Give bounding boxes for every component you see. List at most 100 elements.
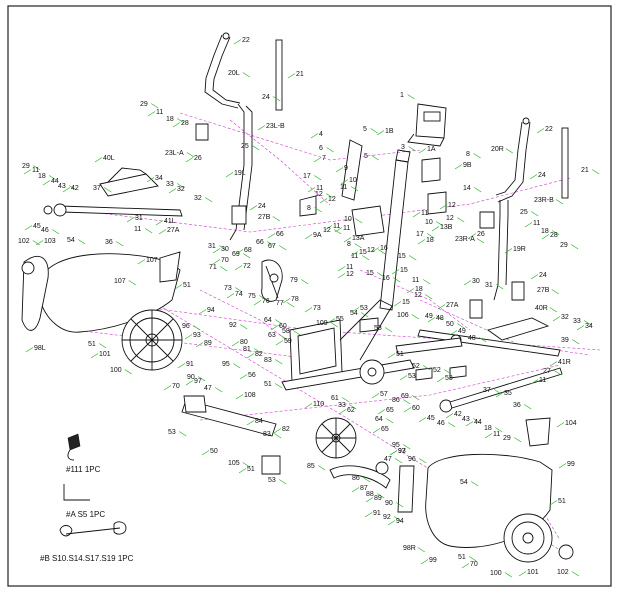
leader-line [104, 187, 112, 193]
part-number-label: 6 [319, 145, 323, 152]
part-number-label: 22 [242, 37, 250, 44]
leader-line [226, 293, 235, 299]
part-number-label: 46 [41, 227, 49, 234]
leader-line [168, 188, 177, 194]
leader-line [272, 216, 280, 222]
leader-line [279, 479, 287, 485]
leader-line [24, 225, 33, 231]
leader-line [555, 199, 564, 205]
part-number-label: 62 [347, 407, 355, 414]
part-number-label: 18 [166, 116, 174, 123]
console-unit [407, 103, 447, 147]
hex-key-icon [63, 484, 90, 501]
part-number-label: 53 [168, 429, 176, 436]
part-number-label: 30 [221, 246, 229, 253]
part-number-label: 73 [313, 305, 321, 312]
right-hand-pulse-grip [561, 127, 569, 199]
leader-line [371, 155, 379, 161]
part-number-label: 107 [146, 257, 158, 264]
part-number-label: 104 [565, 420, 577, 427]
leader-line [418, 417, 427, 423]
leader-line [267, 233, 276, 239]
leader-line [235, 394, 244, 400]
leader-line [363, 477, 371, 483]
leader-line [69, 185, 77, 191]
leader-line [32, 240, 40, 246]
leader-line [137, 259, 146, 265]
part-number-label: 3 [401, 144, 405, 151]
part-number-label: 86 [392, 397, 400, 404]
part-number-label: 42 [71, 185, 79, 192]
leader-line [193, 325, 201, 331]
leader-line [524, 404, 532, 410]
part-number-label: 91 [373, 510, 381, 517]
part-number-label: 33 [338, 402, 346, 409]
part-number-label: 11 [346, 264, 353, 271]
leader-line [474, 187, 482, 193]
leader-line [340, 179, 349, 185]
part-number-label: 15 [402, 299, 410, 306]
main-mast [341, 139, 411, 311]
part-number-label: 65 [381, 426, 389, 433]
leader-line [233, 363, 241, 369]
part-number-label: 8 [347, 241, 351, 248]
part-number-label: 43 [462, 416, 470, 423]
leader-line [389, 450, 398, 456]
part-number-label: 18 [38, 173, 46, 180]
part-number-label: 29 [22, 163, 30, 170]
part-number-label: 37 [93, 185, 101, 192]
leader-line [257, 125, 266, 131]
leader-line [242, 462, 250, 468]
part-number-label: 69 [232, 251, 240, 258]
leader-line [444, 369, 452, 375]
part-number-label: 105 [228, 460, 240, 467]
leader-line [551, 289, 559, 295]
part-number-label: 17 [303, 173, 311, 180]
leader-line [385, 327, 393, 333]
leader-line [185, 380, 194, 386]
leader-line [377, 272, 385, 278]
leader-line [212, 259, 221, 265]
leader-line [275, 340, 284, 346]
part-number-label: 57 [380, 391, 388, 398]
part-number-label: 15 [400, 267, 408, 274]
part-number-label: 73 [224, 285, 232, 292]
part-number-label: 23L-B [266, 123, 285, 130]
leader-line [378, 249, 386, 255]
part-number-label: 12 [315, 191, 323, 198]
leader-line [399, 375, 408, 381]
part-number-label: 32 [194, 195, 202, 202]
part-number-label: 53 [268, 477, 276, 484]
part-number-label: 11 [351, 253, 358, 260]
part-number-label: 66 [256, 239, 264, 246]
tension-assembly [261, 259, 283, 302]
part-number-label: 60 [279, 323, 287, 330]
leader-line [403, 444, 411, 450]
leader-line [243, 253, 251, 259]
part-number-label: 34 [585, 323, 593, 330]
part-number-label: 82 [282, 426, 290, 433]
leader-line [409, 255, 417, 261]
leader-line [116, 241, 124, 247]
part-number-label: 85 [307, 463, 315, 470]
part-number-label: 99 [567, 461, 575, 468]
leader-line [205, 197, 213, 203]
leader-line [220, 266, 228, 272]
part-number-label: 51 [558, 498, 566, 505]
part-number-label: 93 [398, 448, 406, 455]
leader-line [177, 363, 186, 369]
part-number-label: 63 [268, 332, 276, 339]
leader-line [408, 146, 416, 152]
leader-line [495, 392, 504, 398]
part-number-label: 52 [412, 363, 420, 370]
part-number-label: 15 [359, 249, 367, 256]
leader-line [274, 433, 282, 439]
leader-line [94, 157, 103, 163]
brackets [195, 123, 525, 319]
part-number-label: 5 [363, 126, 367, 133]
part-number-label: 51 [247, 466, 255, 473]
leader-line [365, 497, 374, 503]
leader-line [304, 307, 313, 313]
leader-line [246, 420, 255, 426]
